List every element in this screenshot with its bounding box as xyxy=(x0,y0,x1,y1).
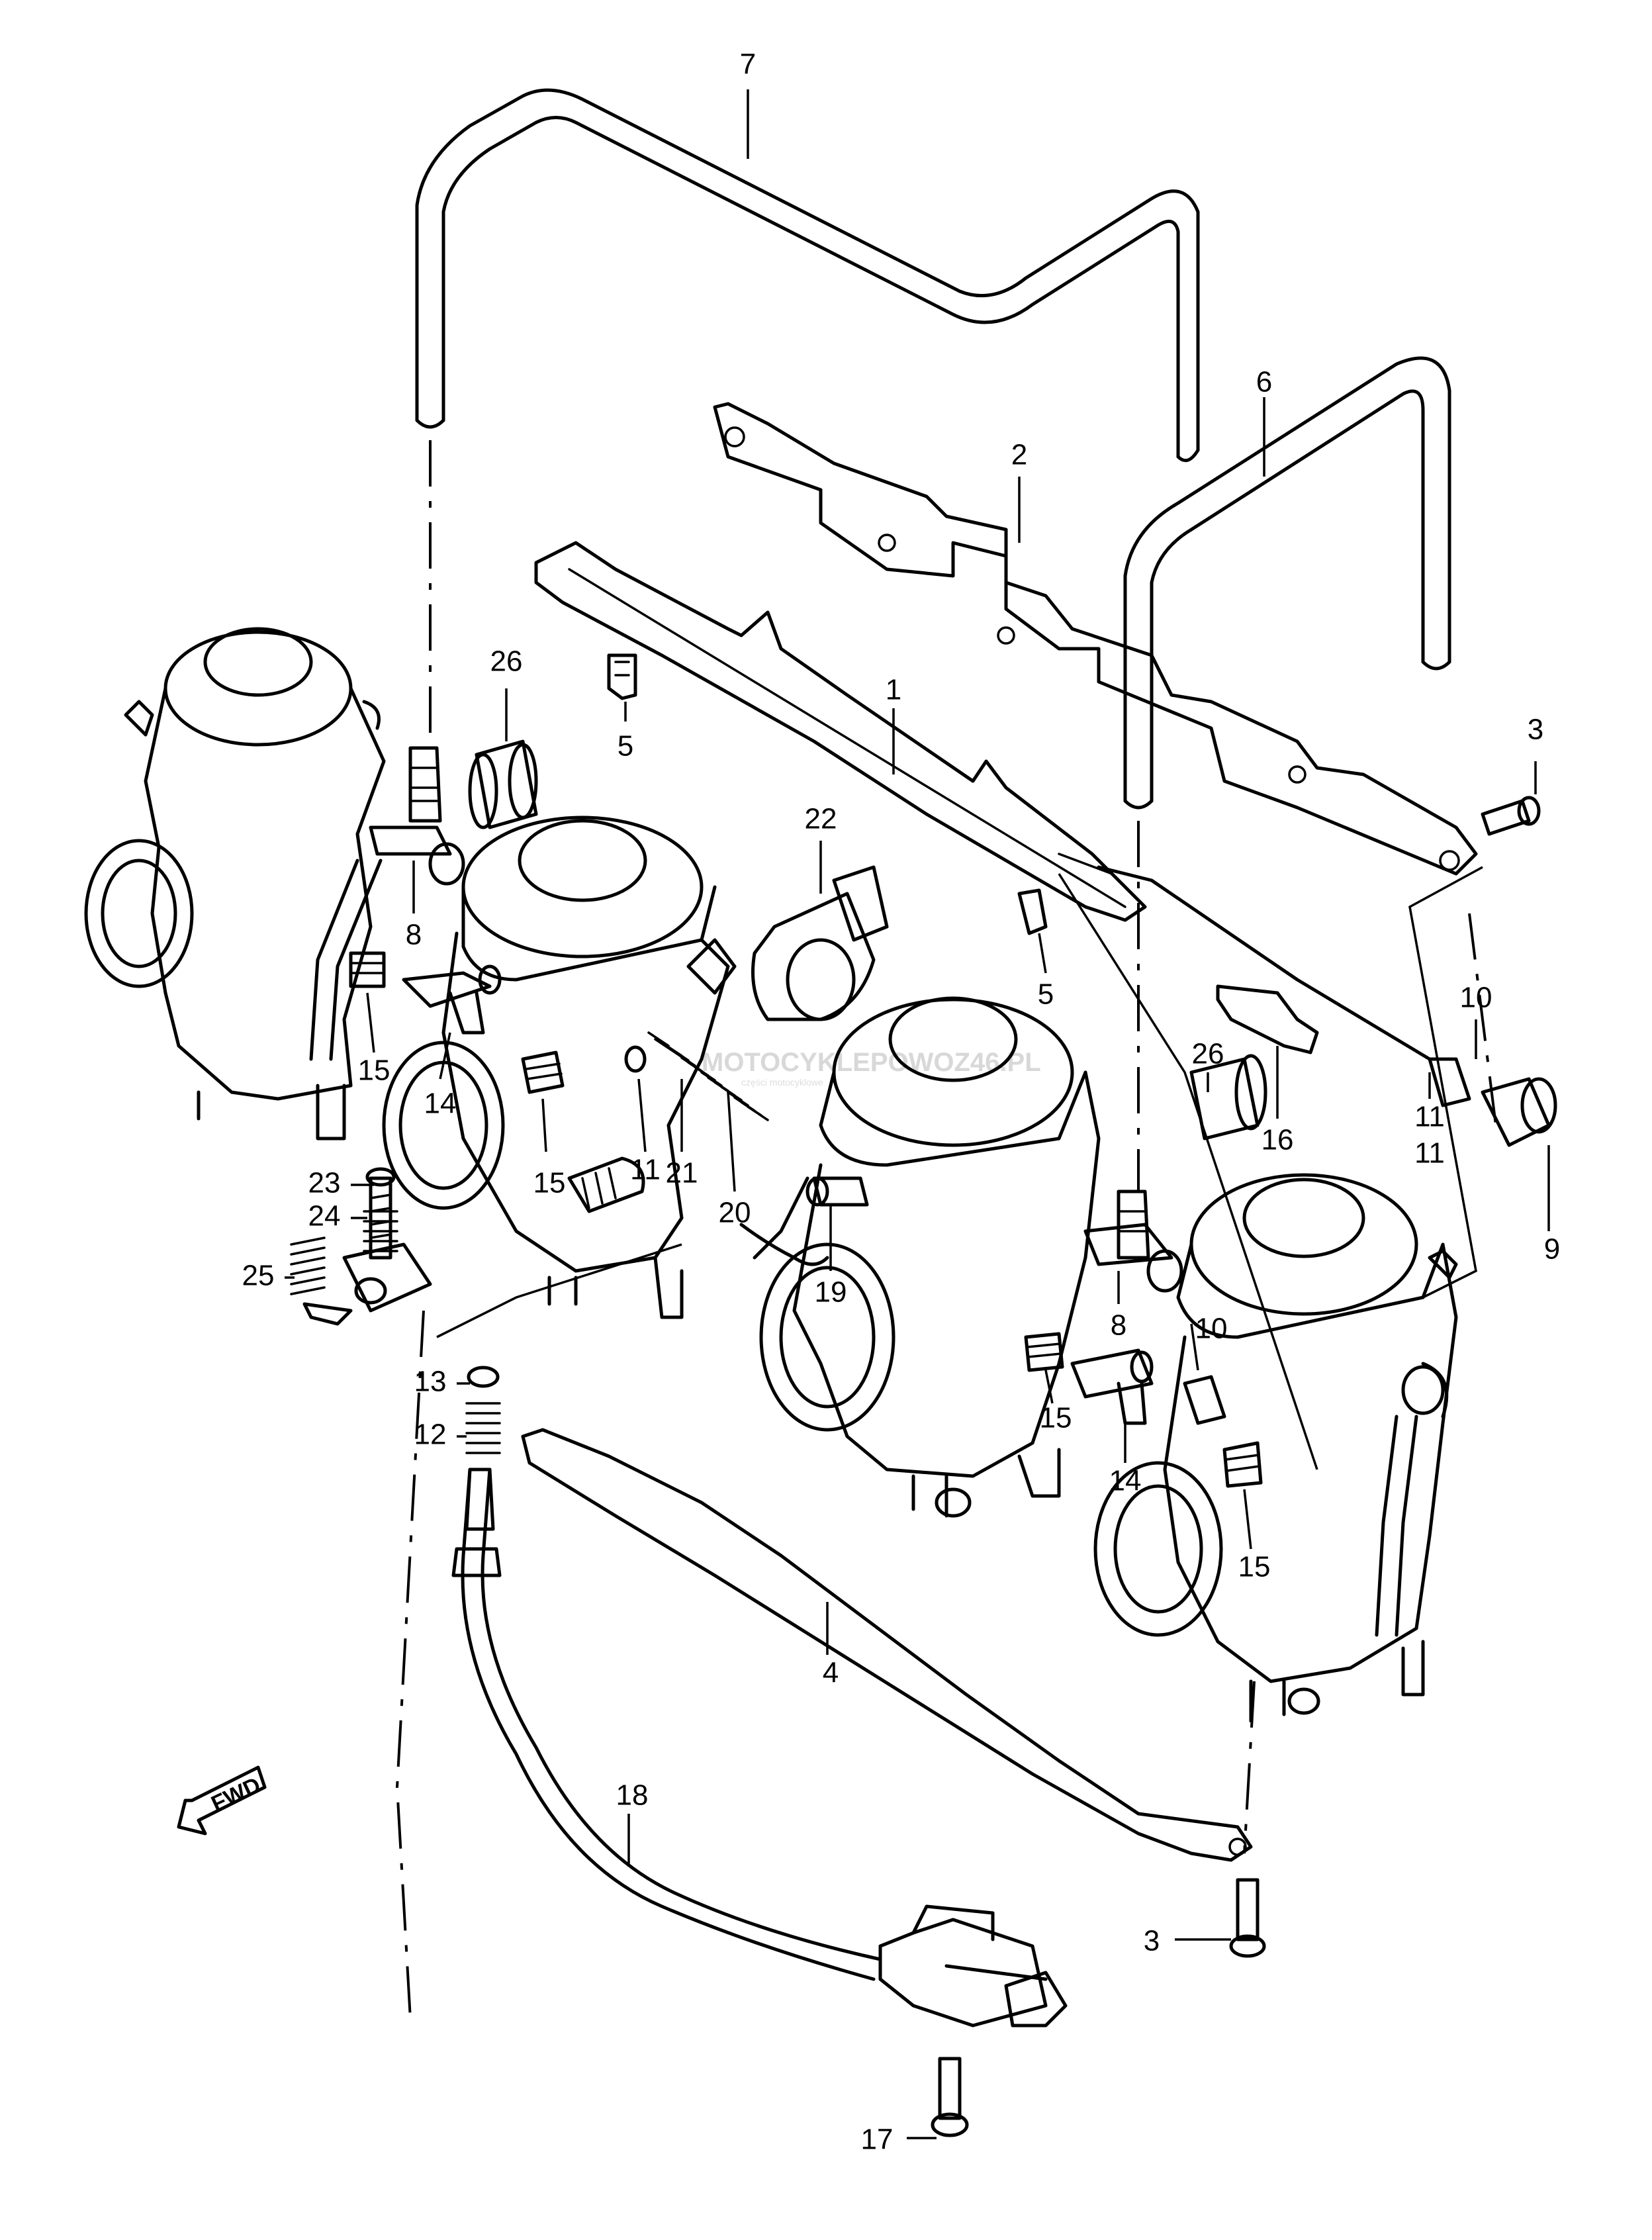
bracket-1 xyxy=(534,541,1147,922)
callout-15: 15 xyxy=(358,1054,390,1087)
callout-26: 26 xyxy=(1192,1038,1224,1070)
callout-13: 13 xyxy=(414,1366,447,1398)
callout-1: 1 xyxy=(886,674,901,706)
screw-23 xyxy=(365,1167,396,1260)
svg-text:części motocyklowe: części motocyklowe xyxy=(741,1077,823,1088)
callout-15: 15 xyxy=(1040,1402,1072,1434)
callout-8: 8 xyxy=(406,919,422,951)
callout-5: 5 xyxy=(618,730,633,763)
callout-15: 15 xyxy=(533,1167,566,1199)
cap-15-right-a xyxy=(1024,1332,1064,1372)
clip-5-lower xyxy=(1017,888,1048,935)
callout-6: 6 xyxy=(1256,366,1272,398)
callout-11: 11 xyxy=(1414,1137,1445,1170)
callout-4: 4 xyxy=(823,1657,839,1689)
cap-15-left-b xyxy=(521,1050,565,1094)
spring-24 xyxy=(363,1210,398,1252)
callout-20: 20 xyxy=(719,1197,751,1229)
callout-3: 3 xyxy=(1144,1925,1160,1957)
spring-25 xyxy=(290,1237,326,1295)
cap-15-left-c xyxy=(567,1156,645,1213)
bracket-13 xyxy=(302,1242,432,1326)
fitting-8-right xyxy=(1083,1190,1183,1293)
callout-labels: 7 6 2 26 5 1 3 22 8 5 10 15 14 26 16 11 … xyxy=(242,48,1561,2156)
callout-24: 24 xyxy=(308,1200,341,1233)
leader-lines xyxy=(285,89,1550,2139)
svg-text:MOTOCYKLEPOWOZ46.PL: MOTOCYKLEPOWOZ46.PL xyxy=(702,1048,1041,1077)
sleeve-10-upper xyxy=(1428,1057,1471,1107)
callout-14: 14 xyxy=(424,1088,457,1120)
hose-6 xyxy=(1123,356,1451,810)
callout-14: 14 xyxy=(1109,1465,1142,1497)
callout-21: 21 xyxy=(666,1157,698,1190)
callout-16: 16 xyxy=(1262,1124,1294,1156)
nut-9 xyxy=(1481,1077,1557,1147)
carburetor-4 xyxy=(1093,1173,1458,1723)
fitting-14-right xyxy=(1070,1348,1154,1425)
callout-11: 11 xyxy=(1414,1101,1445,1133)
fwd-arrow: FWD xyxy=(177,1765,267,1836)
watermark: MOTOCYKLEPOWOZ46.PL części motocyklowe xyxy=(702,1048,1041,1088)
vacuum-tube-left xyxy=(309,859,383,1061)
clip-5-upper xyxy=(607,653,637,700)
callout-19: 19 xyxy=(815,1276,847,1309)
callout-10: 10 xyxy=(1195,1313,1228,1345)
washer-13 xyxy=(467,1366,500,1388)
callout-3: 3 xyxy=(1528,714,1543,746)
carburetor-1 xyxy=(84,627,386,1141)
alignment-lines xyxy=(395,440,1497,2020)
callout-26: 26 xyxy=(490,645,523,678)
callout-10: 10 xyxy=(1460,982,1492,1014)
callout-12: 12 xyxy=(414,1419,447,1451)
callout-7: 7 xyxy=(740,48,756,81)
cap-15-right-b xyxy=(1222,1441,1263,1488)
callout-11: 11 xyxy=(630,1154,661,1186)
callout-2: 2 xyxy=(1011,439,1027,471)
callout-22: 22 xyxy=(805,803,837,835)
choke-cable-upper xyxy=(1058,853,1432,1061)
callout-23: 23 xyxy=(308,1167,341,1199)
bracket-2 xyxy=(713,402,1478,876)
callout-25: 25 xyxy=(242,1260,275,1292)
cap-15-left-a xyxy=(349,951,386,988)
cap-26-upper xyxy=(468,739,538,829)
callout-9: 9 xyxy=(1544,1233,1560,1266)
callout-5: 5 xyxy=(1038,978,1054,1011)
spring-20 xyxy=(647,1031,769,1121)
callout-15: 15 xyxy=(1238,1551,1271,1583)
screw-3-lower xyxy=(1229,1878,1266,1958)
carburetor-2 xyxy=(382,816,737,1319)
spring-12 xyxy=(465,1402,501,1454)
callout-18: 18 xyxy=(616,1779,649,1812)
callout-17: 17 xyxy=(861,2123,894,2156)
fitting-8-left xyxy=(369,746,465,886)
cable-18 xyxy=(451,1468,882,1981)
hose-7 xyxy=(415,88,1200,463)
callout-8: 8 xyxy=(1111,1309,1126,1342)
clip-16 xyxy=(1216,984,1319,1054)
fitting-14-left xyxy=(402,964,502,1035)
carburetor-3 xyxy=(739,996,1101,1518)
elbow-22 xyxy=(751,865,889,1021)
sleeve-10-lower xyxy=(1183,1375,1226,1425)
pin-19 xyxy=(805,1176,869,1207)
screw-3-upper xyxy=(1481,796,1541,836)
washer-11-center xyxy=(624,1045,647,1073)
cable-holder-17 xyxy=(878,1904,1068,2028)
screw-17 xyxy=(931,2057,969,2137)
